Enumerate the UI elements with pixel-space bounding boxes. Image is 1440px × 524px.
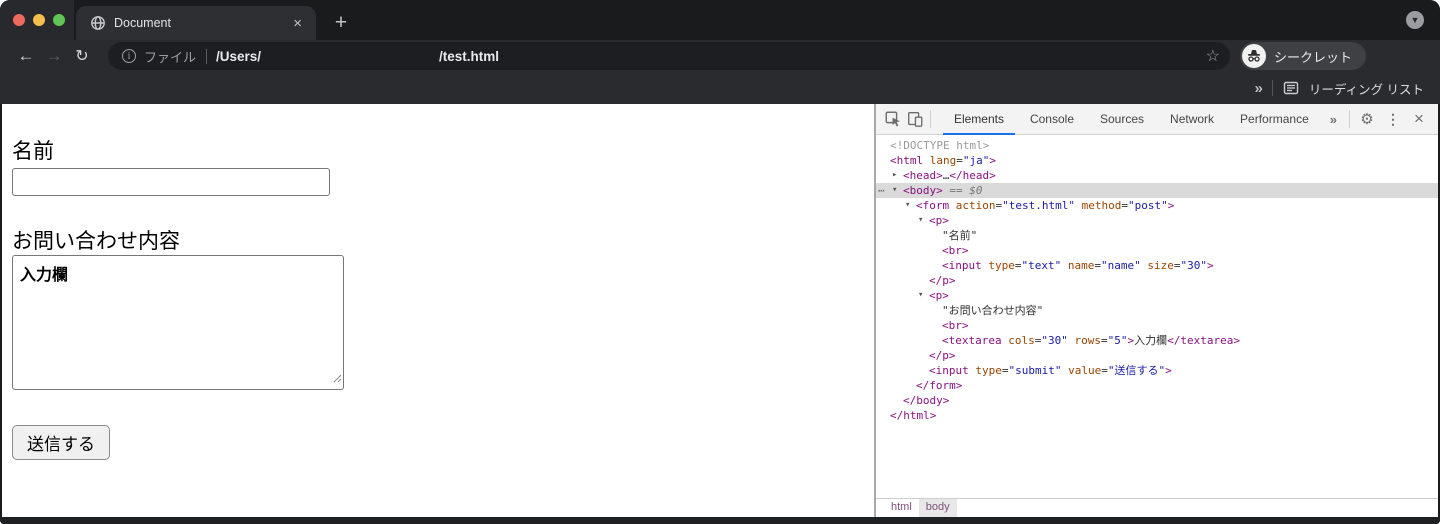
toolbar-separator (1349, 110, 1350, 128)
globe-icon (90, 15, 106, 31)
tab-search-button[interactable]: ▼ (1406, 11, 1424, 29)
tree-row[interactable]: </p> (929, 274, 956, 287)
bookmarks-bar: » リーディング リスト (0, 72, 1440, 104)
name-field-label: 名前 (12, 140, 54, 163)
forward-button[interactable]: → (45, 46, 63, 65)
devtools-resize-handle[interactable] (874, 104, 876, 517)
address-separator (206, 48, 208, 64)
devtools-toolbar-right: ⚙ ⋮ × (1345, 106, 1432, 132)
tree-row[interactable]: </form> (916, 379, 963, 392)
tree-row[interactable]: <input type="submit" value="送信する"> (929, 364, 1172, 377)
maximize-window-button[interactable] (53, 14, 65, 26)
url-path-prefix: /Users/ (216, 48, 262, 64)
minimize-window-button[interactable] (33, 14, 45, 26)
reading-list-label[interactable]: リーディング リスト (1308, 82, 1424, 97)
kebab-menu-icon[interactable]: ⋮ (1386, 110, 1400, 127)
tree-row[interactable]: <br> (942, 319, 969, 332)
inspect-element-icon[interactable] (882, 106, 904, 132)
tree-row[interactable]: <textarea cols="30" rows="5">入力欄</textar… (942, 334, 1240, 347)
url-path-suffix: /test.html (439, 48, 500, 64)
more-tabs-icon[interactable]: » (1329, 111, 1337, 127)
tree-row[interactable]: </html> (890, 409, 937, 422)
devtools-tab-elements[interactable]: Elements (941, 104, 1017, 135)
tree-row[interactable]: "お問い合わせ内容" (942, 304, 1044, 317)
info-icon[interactable]: i (122, 49, 136, 63)
toolbar-separator (930, 110, 931, 128)
tree-row[interactable]: ▾<p> (918, 214, 949, 227)
expand-arrow-icon[interactable]: ▸ (892, 170, 898, 180)
window-bottom-frame (0, 517, 1440, 524)
file-scheme-label: ファイル (144, 49, 197, 65)
devtools-tab-performance[interactable]: Performance (1240, 112, 1309, 126)
incognito-icon (1242, 44, 1266, 68)
textarea-value: 入力欄 (20, 267, 69, 284)
breadcrumb-item-html[interactable]: html (891, 501, 912, 513)
devtools-toolbar: Elements Console Sources Network Performance… (876, 104, 1438, 135)
devtools-breadcrumb: html body (876, 498, 1438, 517)
collapse-arrow-icon[interactable]: ▾ (918, 215, 924, 225)
new-tab-button[interactable]: + (334, 11, 348, 34)
tree-row[interactable]: </body> (903, 394, 950, 407)
bookmarks-overflow-icon[interactable]: » (1254, 79, 1263, 97)
devtools-panel: Elements Console Sources Network Performance… (876, 104, 1438, 517)
tree-row[interactable]: "名前" (942, 229, 978, 242)
settings-gear-icon[interactable]: ⚙ (1360, 111, 1374, 128)
submit-button[interactable]: 送信する (12, 425, 110, 460)
devtools-tab-console[interactable]: Console (1029, 112, 1074, 126)
tree-row[interactable]: <html lang="ja"> (890, 154, 996, 167)
tree-row[interactable]: ▾<p> (918, 289, 949, 302)
devtools-tabs: Elements Console Sources Network Performance (941, 104, 1322, 135)
tab-close-icon[interactable]: × (293, 14, 302, 32)
bookmark-star-icon[interactable]: ☆ (1205, 48, 1220, 65)
tree-row[interactable]: <!DOCTYPE html> (890, 139, 990, 152)
resize-handle-icon[interactable] (332, 370, 342, 388)
incognito-badge: シークレット (1240, 42, 1367, 70)
name-input[interactable] (12, 168, 330, 196)
devtools-tab-sources[interactable]: Sources (1100, 112, 1145, 126)
address-bar[interactable]: i ファイル /Users/ /test.html ☆ (108, 42, 1230, 70)
browser-tab[interactable]: Document × (76, 6, 316, 40)
devtools-tab-network[interactable]: Network (1170, 112, 1215, 126)
rendered-page: 名前 お問い合わせ内容 入力欄 送信する (2, 104, 874, 517)
tree-row[interactable]: <br> (942, 244, 969, 257)
tree-row[interactable]: ⋯▾<body> == $0 (876, 183, 1438, 198)
bookmarks-separator (1271, 80, 1273, 96)
close-window-button[interactable] (13, 14, 25, 26)
reading-list-icon (1283, 80, 1299, 96)
browser-toolbar: ← → ↻ i ファイル /Users/ /test.html ☆ シークレット (0, 40, 1440, 72)
caret-down-icon: ▼ (1410, 15, 1420, 25)
tab-title: Document (114, 16, 171, 30)
breadcrumb-item-body[interactable]: body (918, 499, 957, 517)
gutter-dots-icon: ⋯ (878, 184, 885, 197)
incognito-label: シークレット (1274, 49, 1353, 65)
window-controls (0, 0, 74, 40)
collapse-arrow-icon[interactable]: ▾ (918, 290, 924, 300)
device-toolbar-icon[interactable] (904, 106, 926, 132)
elements-tree: <!DOCTYPE html> <html lang="ja"> ▸<head>…<… (876, 135, 1438, 498)
reload-button[interactable]: ↻ (75, 48, 89, 65)
tab-strip: Document × + ▼ (0, 0, 1440, 40)
back-button[interactable]: ← (17, 46, 35, 65)
inquiry-field-label: お問い合わせ内容 (12, 230, 180, 253)
tree-row[interactable]: <input type="text" name="name" size="30"… (942, 259, 1214, 272)
inquiry-textarea[interactable]: 入力欄 (12, 255, 344, 390)
tree-row[interactable]: </p> (929, 349, 956, 362)
devtools-close-icon[interactable]: × (1414, 109, 1424, 128)
collapse-arrow-icon[interactable]: ▾ (905, 200, 911, 210)
tree-row[interactable]: ▾<form action="test.html" method="post"> (905, 199, 1175, 212)
tree-row[interactable]: ▸<head>…</head> (892, 169, 996, 182)
collapse-arrow-icon[interactable]: ▾ (892, 185, 898, 195)
